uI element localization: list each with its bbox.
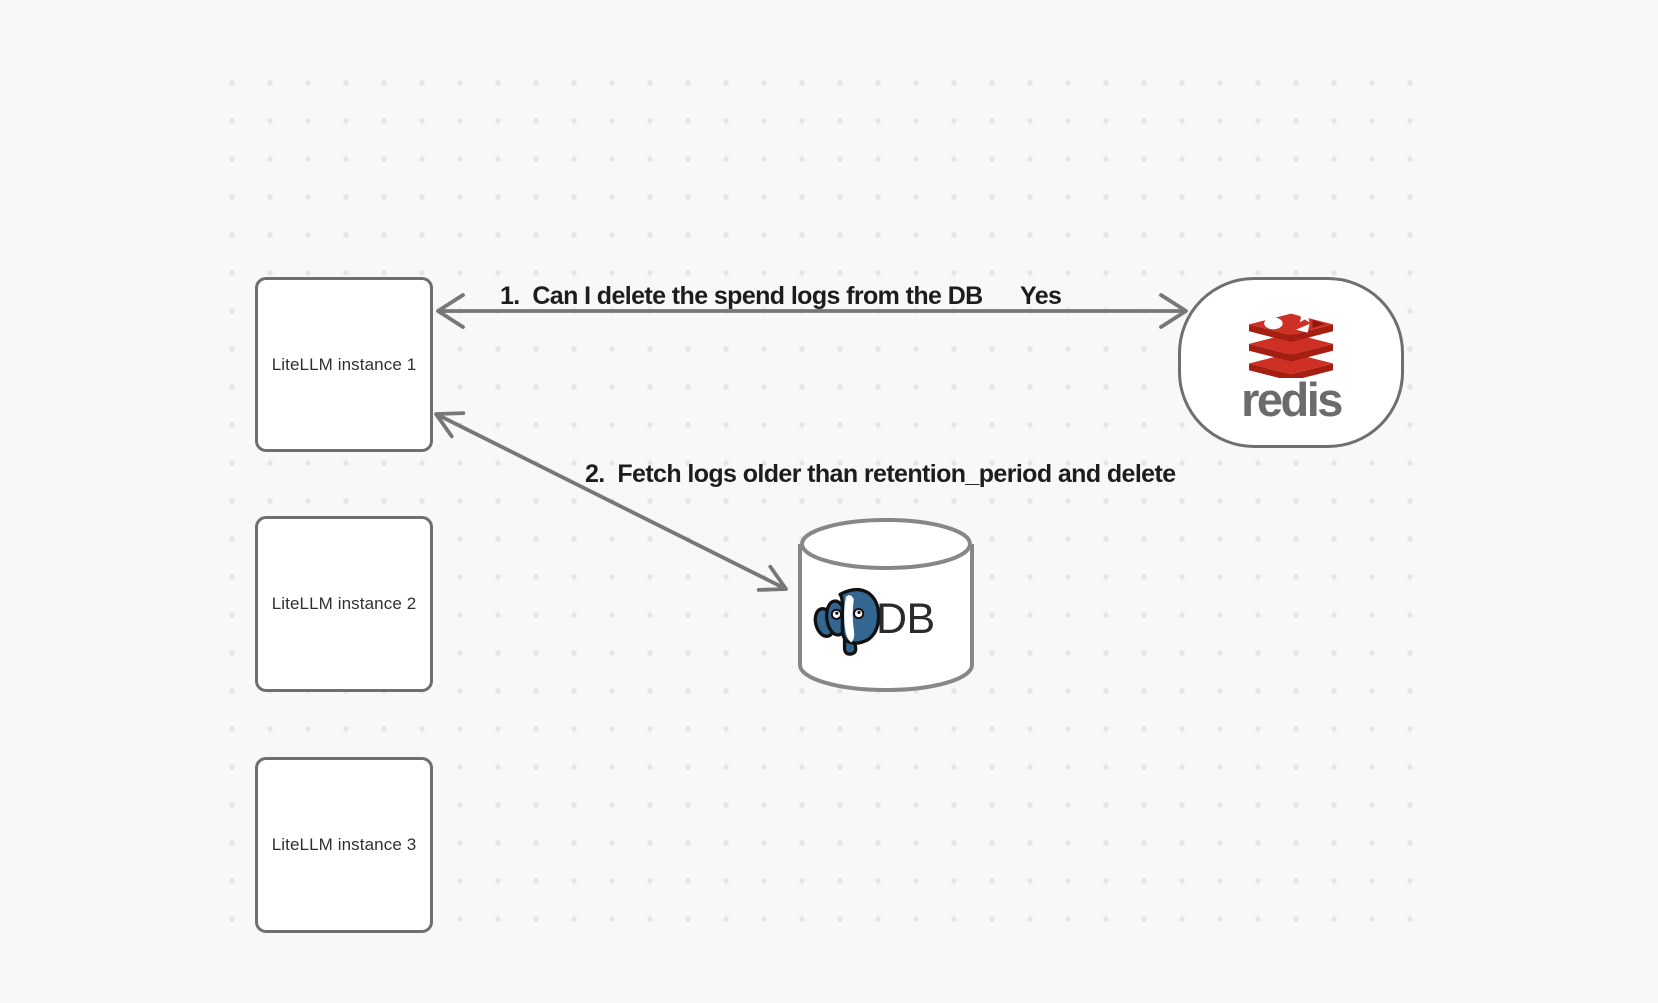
edge-redis-arrow [436, 293, 1188, 329]
edge1-answer: Yes [1020, 282, 1062, 310]
node-label: LiteLLM instance 3 [271, 835, 417, 854]
edge-db-arrow [434, 411, 788, 592]
redis-wordmark: redis [1241, 373, 1343, 426]
node-label: LiteLLM instance 2 [271, 594, 417, 613]
node-redis: redis [1178, 277, 1404, 448]
node-litellm-instance-1: LiteLLM instance 1 [255, 277, 433, 452]
node-litellm-instance-2: LiteLLM instance 2 [255, 516, 433, 692]
node-litellm-instance-3: LiteLLM instance 3 [255, 757, 433, 933]
db-label: DB [876, 595, 935, 643]
edge1-label: 1. Can I delete the spend logs from the … [500, 282, 983, 310]
database-cylinder [798, 518, 974, 692]
redis-stack-icon [1249, 307, 1333, 378]
postgresql-elephant-icon [813, 587, 881, 656]
node-label: LiteLLM instance 1 [271, 354, 417, 374]
edge2-label: 2. Fetch logs older than retention_perio… [585, 460, 1176, 488]
